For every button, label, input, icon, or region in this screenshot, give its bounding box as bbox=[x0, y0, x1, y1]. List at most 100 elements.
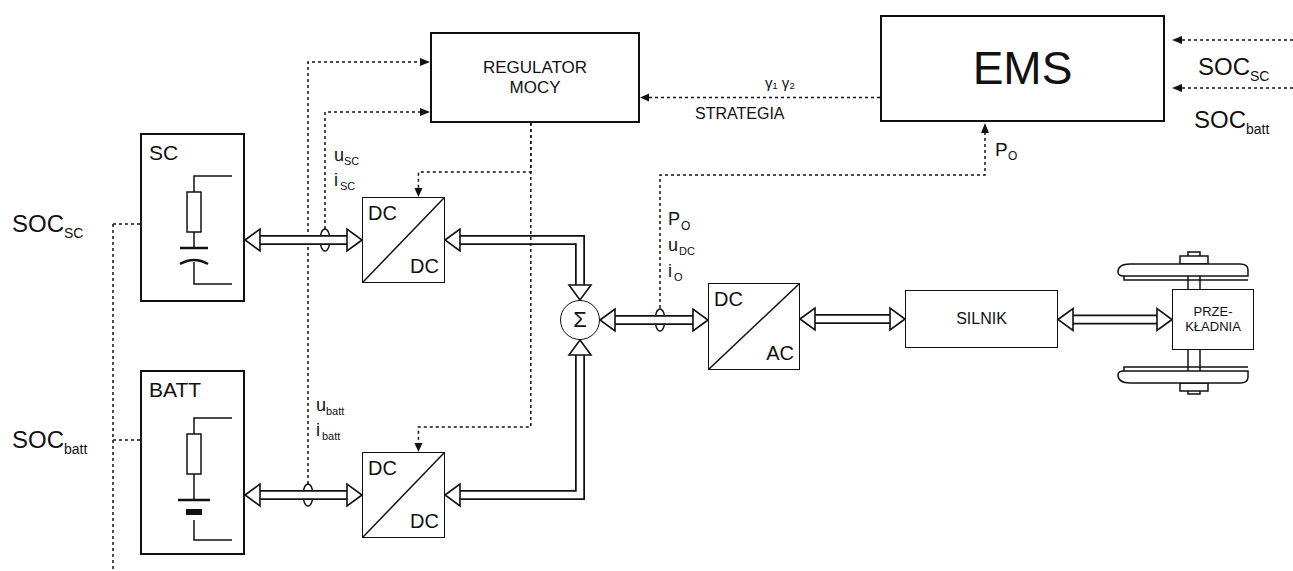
power-line bbox=[260, 490, 347, 500]
arrow-head bbox=[569, 340, 591, 355]
power-flow-arrow bbox=[1058, 309, 1172, 331]
gearbox-box: PRZE- KŁADNIA bbox=[1172, 289, 1254, 350]
arrow-head bbox=[640, 94, 649, 102]
arrow-head bbox=[1172, 36, 1182, 92]
arrow-head bbox=[414, 188, 422, 197]
power-line bbox=[260, 237, 347, 244]
resistor-symbol bbox=[187, 192, 201, 232]
divider-line bbox=[363, 453, 444, 537]
soc-label: SOC bbox=[12, 428, 64, 452]
signal-subscript: batt bbox=[326, 406, 344, 417]
arrow-head bbox=[1058, 309, 1073, 331]
node-text: EMS bbox=[973, 42, 1073, 95]
power-line bbox=[460, 355, 580, 495]
controller-box: REGULATOR MOCY bbox=[430, 32, 640, 123]
signal-name: u bbox=[316, 396, 326, 414]
soc-subscript: batt bbox=[64, 442, 87, 456]
soc-label: SOC bbox=[1198, 55, 1250, 79]
soc-line bbox=[1180, 40, 1293, 88]
arrow-head bbox=[245, 229, 260, 251]
signal-name: P bbox=[995, 140, 1008, 159]
node-text: DC bbox=[368, 457, 397, 480]
control-signal-arrow bbox=[640, 94, 880, 102]
wheel bbox=[1118, 264, 1248, 276]
power-line bbox=[615, 315, 693, 325]
divider-line bbox=[709, 284, 799, 369]
inverter-box: DCAC bbox=[708, 283, 800, 370]
power-line bbox=[460, 240, 580, 285]
arrow-head bbox=[414, 443, 422, 452]
node-text: SC bbox=[149, 141, 178, 165]
power-flow-arrow bbox=[800, 308, 905, 330]
signal-name: i bbox=[334, 171, 338, 189]
power-flow-arrow bbox=[445, 229, 591, 300]
wheel-hub bbox=[1180, 383, 1208, 391]
node-text: PRZE- KŁADNIA bbox=[1180, 305, 1246, 335]
converter-box: DC DC bbox=[362, 452, 445, 538]
ems-box: EMS bbox=[880, 15, 1165, 122]
soc-line bbox=[113, 224, 140, 571]
control-signal-arrow bbox=[414, 123, 530, 197]
power-line bbox=[815, 316, 890, 323]
node-text: SILNIK bbox=[956, 310, 1007, 328]
soc-subscript: SC bbox=[64, 226, 83, 240]
power-line bbox=[1073, 316, 1157, 323]
converter-box: DC DC bbox=[362, 197, 445, 283]
arrow-head bbox=[569, 285, 591, 300]
measure-line bbox=[660, 133, 985, 308]
control-signal-arrow bbox=[414, 123, 530, 452]
wheel-rim bbox=[1124, 367, 1248, 371]
edge-label: γ₁ γ₂ bbox=[762, 75, 798, 92]
arrow-head bbox=[245, 484, 260, 506]
arrow-head bbox=[420, 58, 430, 116]
signal-subscript: SC bbox=[340, 181, 355, 192]
node-text: Σ bbox=[573, 307, 587, 332]
arrow-head bbox=[347, 484, 362, 506]
arrow-head bbox=[800, 308, 815, 330]
soc-subscript: SC bbox=[1250, 69, 1269, 83]
supercap-box: SC bbox=[140, 133, 245, 302]
signal-subscript: SC bbox=[344, 156, 359, 167]
arrow-head bbox=[445, 484, 460, 506]
motor-box: SILNIK bbox=[905, 290, 1058, 348]
node-text: BATT bbox=[149, 378, 201, 402]
node-text: REGULATOR MOCY bbox=[479, 58, 591, 97]
signal-line bbox=[649, 97, 880, 99]
node-text: DC bbox=[410, 510, 439, 533]
power-flow-arrow bbox=[245, 229, 362, 251]
signal-subscript: DC bbox=[679, 246, 695, 257]
node-text: DC bbox=[410, 255, 439, 278]
arrow-head bbox=[445, 229, 460, 251]
arrow-head bbox=[347, 229, 362, 251]
signal-name: i bbox=[668, 262, 672, 280]
power-line bbox=[1073, 315, 1157, 325]
power-line bbox=[260, 235, 347, 245]
signal-subscript: O bbox=[1008, 150, 1017, 162]
battery-box: BATT bbox=[140, 370, 245, 555]
signal-subscript: O bbox=[674, 272, 683, 283]
node-text: DC bbox=[368, 202, 397, 225]
signal-name: u bbox=[334, 146, 344, 164]
wheel bbox=[1118, 371, 1248, 383]
power-line bbox=[460, 355, 580, 495]
arrow-head bbox=[890, 308, 905, 330]
arrow-head bbox=[981, 123, 989, 133]
signal-line bbox=[418, 123, 530, 443]
signal-subscript: batt bbox=[322, 431, 340, 442]
arrow-head bbox=[693, 309, 708, 331]
signal-line bbox=[418, 123, 530, 188]
signal-name: u bbox=[668, 236, 678, 254]
soc-label: SOC bbox=[12, 212, 64, 236]
divider-line bbox=[363, 198, 444, 282]
capacitor-symbol bbox=[180, 248, 208, 264]
wheel-hub bbox=[1180, 256, 1208, 264]
signal-name: P bbox=[668, 210, 680, 228]
arrow-head bbox=[1157, 309, 1172, 331]
soc-label: SOC bbox=[1194, 108, 1246, 132]
node-text: AC bbox=[766, 342, 794, 365]
battery-symbol bbox=[178, 499, 210, 502]
soc-subscript: batt bbox=[1246, 122, 1269, 136]
power-line bbox=[460, 240, 580, 285]
arrow-head bbox=[600, 309, 615, 331]
